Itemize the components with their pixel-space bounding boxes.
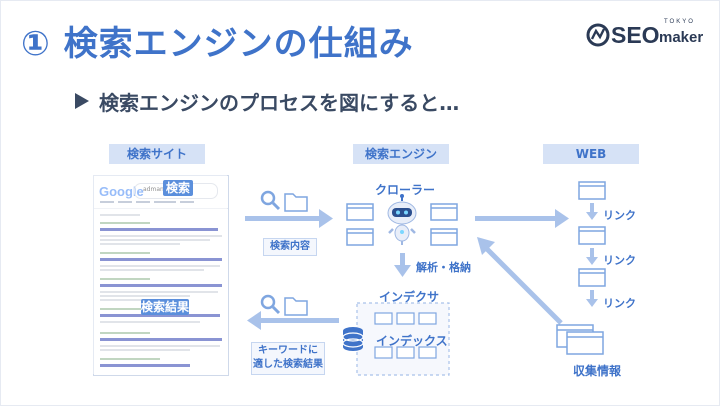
serp-tab — [118, 201, 132, 203]
search-badge: 検索 — [163, 180, 193, 196]
folder-icon — [284, 193, 308, 212]
crawler-pages-right — [430, 203, 458, 246]
seo-maker-logo: SEO TOKYO maker — [586, 19, 703, 51]
link-label-3: リンク — [603, 297, 636, 310]
serp-result-title — [100, 364, 190, 367]
collected-pages-icon — [556, 324, 604, 355]
subtitle-triangle-icon — [75, 93, 89, 109]
result-arrow — [247, 311, 339, 330]
keyword-results-line1: キーワードに — [258, 345, 318, 356]
crawler-robot-icon — [387, 194, 417, 245]
serp-result-url — [100, 252, 150, 254]
keyword-results-label: キーワードに 適した検索結果 — [251, 342, 325, 375]
database-icon — [342, 327, 364, 351]
serp-result-snippet — [100, 269, 204, 271]
serp-divider — [94, 208, 228, 209]
serp-result-snippet — [100, 291, 218, 293]
serp-result-snippet — [100, 299, 170, 301]
link-label-2: リンク — [603, 254, 636, 267]
keyword-results-line2: 適した検索結果 — [253, 359, 323, 370]
logo-text-seo: SEO — [611, 22, 660, 48]
column-label-search-site: 検索サイト — [109, 144, 205, 164]
logo-text-maker: maker — [659, 29, 704, 46]
collected-info-label: 収集情報 — [573, 364, 622, 378]
column-label-search-engine: 検索エンジン — [353, 144, 449, 164]
serp-overlay — [93, 175, 227, 374]
link-label-1: リンク — [603, 209, 636, 222]
page-title: ① 検索エンジンの仕組み — [21, 24, 414, 64]
serp-result-snippet — [100, 243, 180, 245]
serp-result-title — [100, 284, 222, 287]
serp-result-url — [100, 222, 150, 224]
seo-maker-logo-icon — [586, 23, 610, 47]
collect-arrow — [477, 237, 563, 325]
analyze-store-label: 解析・格納 — [416, 261, 471, 274]
google-logo: Google — [99, 184, 144, 199]
serp-result-url — [100, 308, 150, 310]
serp-result-title — [100, 338, 222, 341]
serp-result-url — [100, 358, 160, 360]
serp-result-snippet — [100, 321, 200, 323]
logo-text-tokyo: TOKYO — [664, 19, 695, 25]
index-pages — [374, 312, 437, 359]
serp-tab — [154, 201, 176, 203]
serp-result-title — [100, 314, 220, 317]
serp-result-snippet — [100, 235, 222, 237]
column-label-web: WEB — [543, 144, 639, 164]
query-arrow — [245, 209, 333, 228]
serp-result-snippet — [100, 349, 190, 351]
serp-result-title — [100, 228, 218, 231]
serp-tab — [180, 201, 194, 203]
analyze-arrow — [394, 253, 411, 277]
search-magnifier-icon — [260, 190, 281, 211]
crawler-label: クローラー — [375, 183, 436, 197]
serp-result-snippet — [100, 345, 220, 347]
serp-result-snippet — [100, 265, 220, 267]
link-arrows — [586, 203, 598, 307]
serp-search-query: admano — [143, 186, 168, 193]
crawl-arrow — [475, 209, 569, 228]
crawler-pages-left — [346, 203, 374, 246]
search-results-page: Google admano — [93, 175, 229, 376]
serp-result-url — [100, 332, 150, 334]
web-pages — [578, 181, 606, 287]
serp-result-title — [100, 258, 222, 261]
search-results-badge: 検索結果 — [141, 299, 190, 315]
subtitle: 検索エンジンのプロセスを図にすると… — [99, 91, 460, 115]
serp-result-snippet — [100, 239, 210, 241]
folder-icon — [284, 297, 308, 316]
indexer-label: インデクサ — [379, 290, 440, 304]
search-content-label: 検索内容 — [263, 238, 317, 256]
serp-result-url — [100, 278, 150, 280]
serp-result-count — [100, 214, 140, 216]
serp-tab — [100, 201, 114, 203]
serp-result-snippet — [100, 295, 190, 297]
index-label: インデックス — [376, 334, 448, 348]
result-magnifier-icon — [260, 294, 281, 315]
serp-tab — [136, 201, 150, 203]
